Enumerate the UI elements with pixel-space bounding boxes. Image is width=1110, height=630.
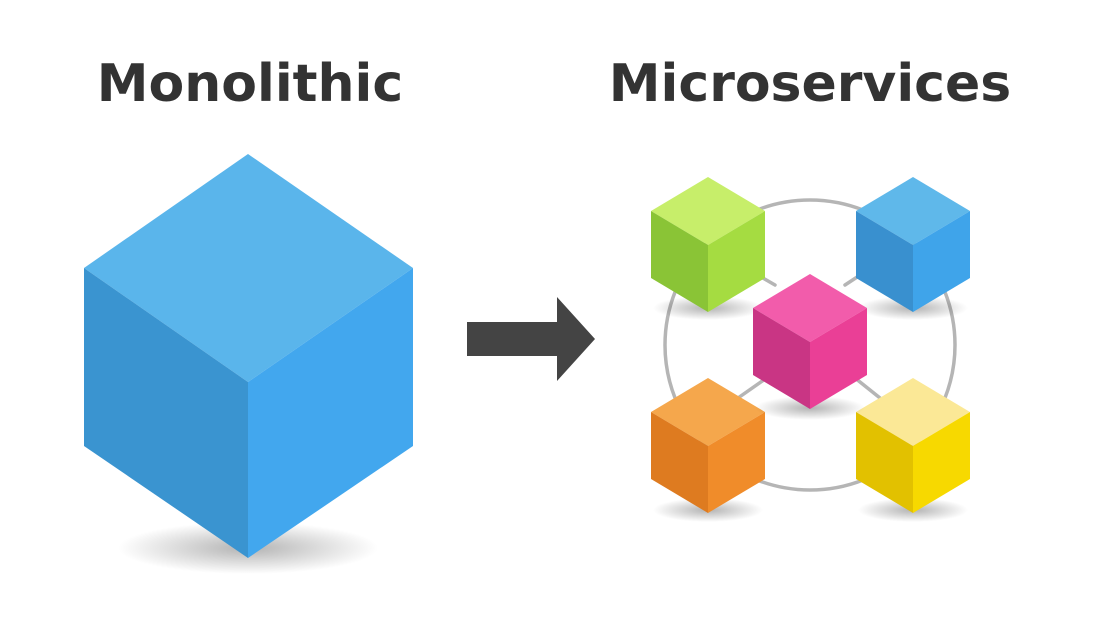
cube-face-right	[708, 211, 765, 312]
service-cube-pink	[753, 274, 867, 420]
cube-face-right	[913, 412, 970, 513]
cube-face-right	[913, 211, 970, 312]
cube-face-left	[753, 308, 810, 409]
service-cube-orange	[651, 378, 765, 522]
monolithic-heading: Monolithic	[96, 54, 404, 114]
monolith-face-left	[84, 268, 248, 558]
cube-face-right	[810, 308, 867, 409]
cube-face-left	[651, 412, 708, 513]
monolith-face-right	[248, 268, 413, 558]
microservices-heading: Microservices	[608, 54, 1012, 114]
connector-ring	[663, 198, 957, 492]
service-cube-yellow	[856, 378, 970, 522]
service-cube-blue	[856, 177, 970, 320]
monolith-cube	[84, 154, 413, 574]
cube-face-left	[856, 211, 913, 312]
transition-arrow	[467, 297, 595, 381]
cube-face-left	[856, 412, 913, 513]
service-cube-green	[651, 177, 765, 320]
cube-face-right	[708, 412, 765, 513]
monolith-face-top	[84, 154, 413, 382]
cube-face-left	[651, 211, 708, 312]
